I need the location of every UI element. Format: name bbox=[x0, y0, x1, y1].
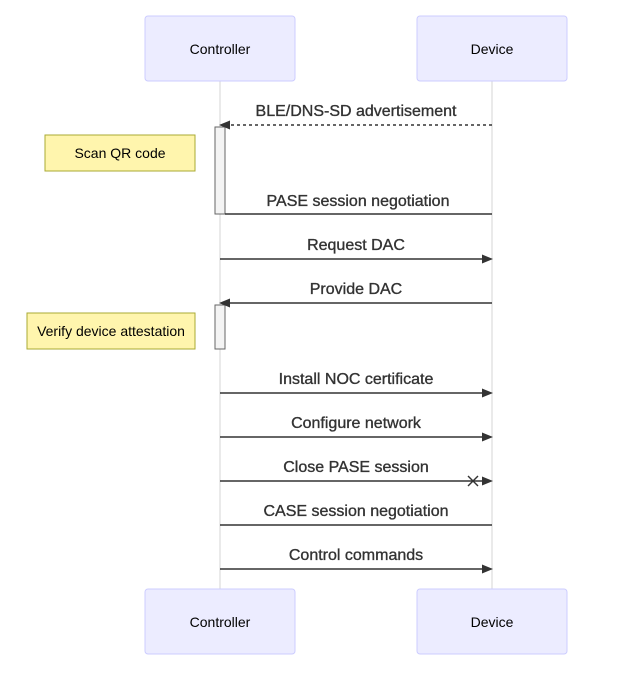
actor-device-top: Device bbox=[416, 15, 568, 82]
message-configure-network: Configure network bbox=[220, 415, 493, 442]
actor-label: Device bbox=[471, 41, 514, 57]
note-text: Verify device attestation bbox=[37, 323, 185, 339]
message-pase-session-negotiation: PASE session negotiation bbox=[225, 193, 492, 215]
note-verify-device-attestation: Verify device attestation bbox=[26, 312, 196, 350]
message-close-pase-session: Close PASE session bbox=[220, 459, 493, 487]
note-scan-qr-code: Scan QR code bbox=[44, 134, 196, 172]
actor-controller-top: Controller bbox=[144, 15, 296, 82]
actor-device-bottom: Device bbox=[416, 588, 568, 655]
note-text: Scan QR code bbox=[74, 145, 165, 161]
arrowhead bbox=[482, 254, 493, 264]
message-label: CASE session negotiation bbox=[264, 503, 449, 520]
arrowhead bbox=[482, 564, 493, 574]
message-label: PASE session negotiation bbox=[267, 193, 450, 210]
message-label: Control commands bbox=[289, 547, 423, 564]
message-label: Configure network bbox=[291, 415, 422, 432]
activation-bar bbox=[214, 304, 226, 350]
message-label: Close PASE session bbox=[283, 459, 429, 476]
message-ble-dns-sd-advertisement: BLE/DNS-SD advertisement bbox=[219, 103, 492, 130]
cross-mark bbox=[467, 475, 479, 487]
arrowhead bbox=[219, 120, 230, 130]
message-label: Request DAC bbox=[307, 237, 405, 254]
message-request-dac: Request DAC bbox=[220, 237, 493, 264]
activation-bar bbox=[214, 126, 226, 215]
arrowhead bbox=[482, 388, 493, 398]
actor-label: Controller bbox=[190, 41, 251, 57]
arrowhead bbox=[482, 476, 493, 486]
message-control-commands: Control commands bbox=[220, 547, 493, 574]
message-provide-dac: Provide DAC bbox=[219, 281, 492, 308]
message-case-session-negotiation: CASE session negotiation bbox=[220, 503, 492, 526]
message-label: Provide DAC bbox=[310, 281, 402, 298]
actor-label: Controller bbox=[190, 614, 251, 630]
message-label: BLE/DNS-SD advertisement bbox=[256, 103, 458, 120]
message-install-noc-certificate: Install NOC certificate bbox=[220, 371, 493, 398]
actor-controller-bottom: Controller bbox=[144, 588, 296, 655]
message-label: Install NOC certificate bbox=[279, 371, 434, 388]
arrowhead bbox=[219, 298, 230, 308]
arrowhead bbox=[482, 432, 493, 442]
actor-label: Device bbox=[471, 614, 514, 630]
